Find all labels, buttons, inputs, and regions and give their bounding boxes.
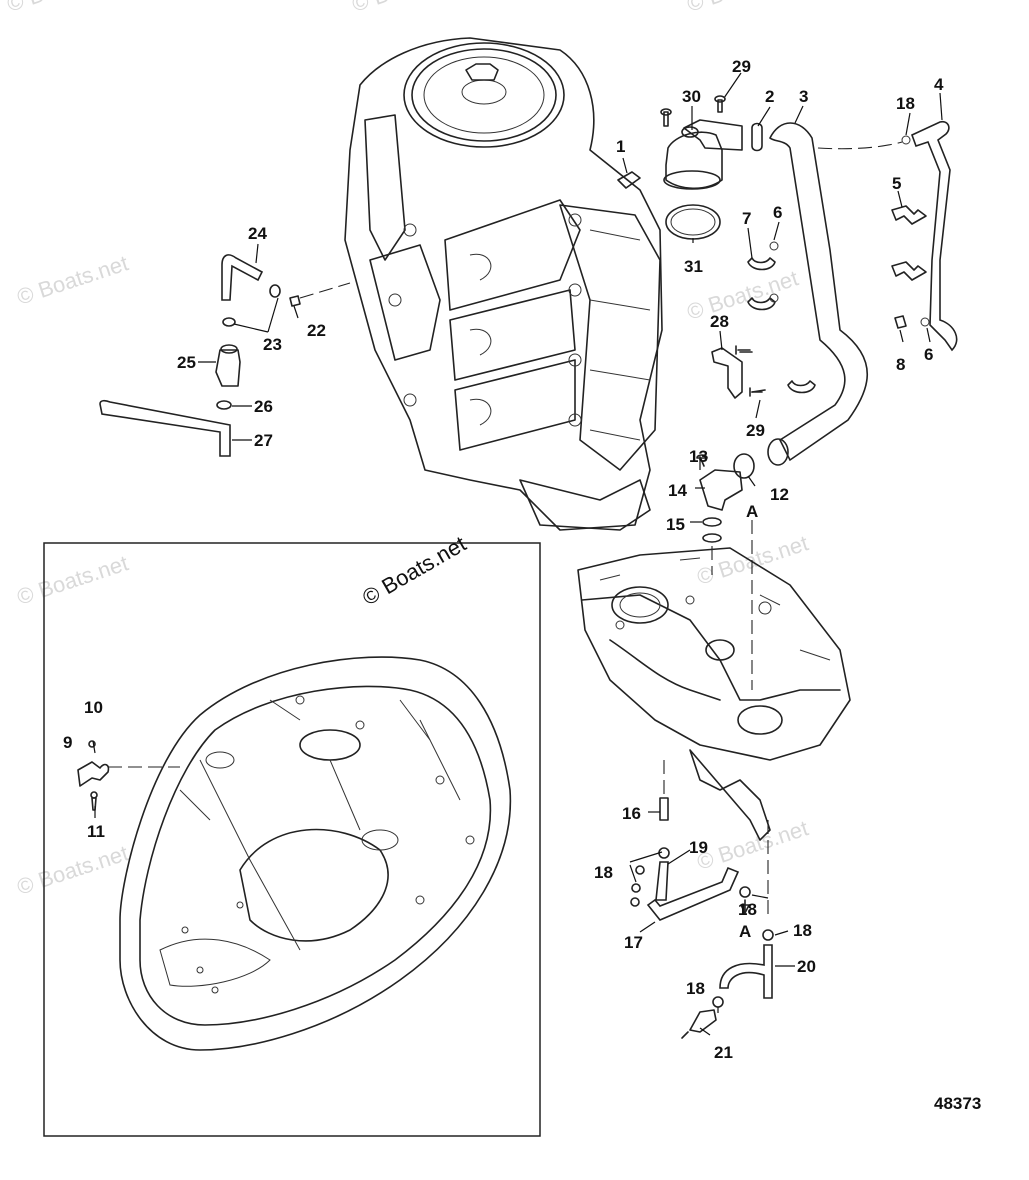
callout-6: 6: [773, 203, 782, 222]
callout-19: 19: [689, 838, 708, 857]
callout-18: 18: [793, 921, 812, 940]
watermark: © Boats.net: [684, 0, 801, 17]
detail-marker-a: A: [746, 502, 758, 521]
inset-detail-frame: [43, 542, 541, 1137]
callout-3: 3: [799, 87, 808, 106]
fasteners: [660, 95, 763, 397]
callout-labels: 1 2 3 4 5 6 7 8 6 9 10 11 12 13 14 15 16…: [63, 57, 944, 1062]
callout-24: 24: [248, 224, 267, 243]
callout-16: 16: [622, 804, 641, 823]
thermostat-housing-assembly: [617, 119, 958, 543]
callout-18: 18: [594, 863, 613, 882]
callout-27: 27: [254, 431, 273, 450]
hose-clamp-2: [751, 122, 763, 152]
callout-25: 25: [177, 353, 196, 372]
callout-21: 21: [714, 1043, 733, 1062]
callout-31: 31: [684, 257, 703, 276]
callout-12: 12: [770, 485, 789, 504]
callout-9: 9: [63, 733, 72, 752]
fuel-filter-25: [215, 349, 241, 387]
detail-marker-a: A: [739, 922, 751, 941]
o-ring-31: [665, 204, 721, 240]
callout-22: 22: [307, 321, 326, 340]
watermark: © Boats.net: [14, 550, 131, 609]
inset-small-parts: [77, 740, 180, 811]
callout-18: 18: [738, 900, 757, 919]
callout-7: 7: [742, 209, 751, 228]
callout-23: 23: [263, 335, 282, 354]
callout-18: 18: [896, 94, 915, 113]
callout-6: 6: [924, 345, 933, 364]
inset-adapter-plate: [119, 656, 512, 1051]
callout-10: 10: [84, 698, 103, 717]
callout-1: 1: [616, 137, 625, 156]
callout-5: 5: [892, 174, 901, 193]
callout-17: 17: [624, 933, 643, 952]
callout-4: 4: [934, 75, 944, 94]
vent-hose-assembly: [99, 254, 351, 457]
watermark: © Boats.net: [14, 250, 131, 309]
callout-15: 15: [666, 515, 685, 534]
callout-29: 29: [732, 57, 751, 76]
engine-powerhead: [344, 37, 663, 531]
callout-30: 30: [682, 87, 701, 106]
adapter-plate: [577, 547, 851, 841]
leader-lines: [92, 72, 943, 1036]
watermark: © Boats.net: [14, 840, 131, 899]
callout-2: 2: [765, 87, 774, 106]
callout-26: 26: [254, 397, 273, 416]
callout-14: 14: [668, 481, 687, 500]
callout-18: 18: [686, 979, 705, 998]
callout-20: 20: [797, 957, 816, 976]
watermark: © Boats.net: [4, 0, 121, 17]
watermark: © Boats.net: [349, 0, 466, 17]
callout-28: 28: [710, 312, 729, 331]
callout-13: 13: [689, 447, 708, 466]
callout-29: 29: [746, 421, 765, 440]
diagram-number: 48373: [934, 1094, 981, 1113]
callout-11: 11: [87, 822, 105, 841]
callout-8: 8: [896, 355, 905, 374]
